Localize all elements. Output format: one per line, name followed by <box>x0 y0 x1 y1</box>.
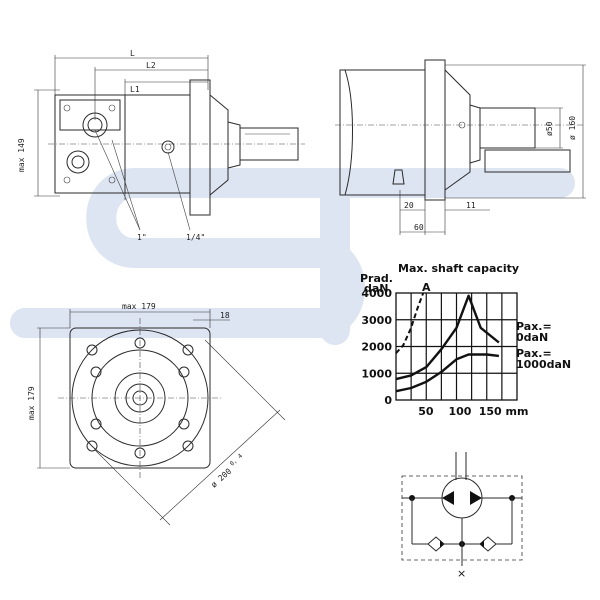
chart-tick-labels: 0 1000 2000 3000 4000 50 100 150 mm <box>361 287 528 418</box>
dim-d160: ø 160 <box>568 116 577 140</box>
mounting-flange <box>189 79 211 216</box>
dim-L: L <box>130 49 135 58</box>
front-view: max 179 18 max 179 ø 200 0, 4 <box>27 302 286 526</box>
x-tick-label: 50 <box>418 405 434 418</box>
y-tick-label: 4000 <box>361 287 392 300</box>
shaft-extension <box>484 149 571 173</box>
drain-mark: × <box>457 567 466 580</box>
dim-L2: L2 <box>146 61 156 70</box>
legend-0dan-line2: 0daN <box>516 331 548 344</box>
x-tick-label: 100 <box>449 405 472 418</box>
watermark-s-stroke <box>10 168 445 338</box>
shaft-capacity-chart: Max. shaft capacity Prad. daN 0 1000 2000 3… <box>360 262 571 418</box>
dim-max149: max 149 <box>17 138 26 172</box>
y-tick-label: 3000 <box>361 314 392 327</box>
port-label-1inch: 1" <box>137 233 147 242</box>
dim-20: 20 <box>404 201 414 210</box>
flange-right <box>424 59 446 201</box>
chart-grid <box>395 292 518 401</box>
dim-max179-side: max 179 <box>27 386 36 420</box>
symbol-boundary <box>401 475 523 561</box>
flow-arrow-right <box>470 491 482 505</box>
y-tick-label: 1000 <box>361 367 392 380</box>
y-tick-label: 2000 <box>361 341 392 354</box>
dim-L1: L1 <box>130 85 140 94</box>
dim-max179-top: max 179 <box>122 302 156 311</box>
legend-1000dan-line1: Pax.= <box>516 347 552 360</box>
port-label-quarter-inch: 1/4" <box>186 233 205 242</box>
chart-ylabel-line2: daN <box>364 282 389 295</box>
valve-block-top-plate <box>59 99 121 131</box>
dim-d50: ø50 <box>545 121 554 136</box>
hydraulic-motor-symbol: × <box>401 452 523 580</box>
chart-series-3 <box>395 292 425 354</box>
dim-d200: ø 200 <box>209 467 233 490</box>
check-valve-right <box>479 536 497 552</box>
side-view-right: ø50 ø 160 20 11 60 <box>335 59 586 235</box>
chart-series-2 <box>395 353 500 393</box>
watermark-logo <box>10 168 575 345</box>
dim-60: 60 <box>414 223 424 232</box>
side-view-left: L L2 L1 max 149 <box>17 49 305 242</box>
x-tick-label: 150 mm <box>479 405 529 418</box>
port-circle-upper <box>82 112 108 138</box>
legend-1000dan-line2: 1000daN <box>516 358 571 371</box>
y-tick-label: 0 <box>384 394 392 407</box>
chart-title: Max. shaft capacity <box>398 262 519 275</box>
chart-series-lines <box>395 292 500 393</box>
chart-ylabel-line1: Prad. <box>360 272 393 285</box>
grease-nipple <box>392 169 405 185</box>
drain-port <box>161 140 175 154</box>
chart-series-1 <box>395 294 500 381</box>
legend-0dan-line1: Pax.= <box>516 320 552 333</box>
shaft-right <box>479 107 536 149</box>
dim-11: 11 <box>466 201 476 210</box>
dim-18: 18 <box>220 311 230 320</box>
port-circle-lower <box>66 150 90 174</box>
flow-arrow-left <box>442 491 454 505</box>
chart-annotation-a: A <box>422 281 431 294</box>
